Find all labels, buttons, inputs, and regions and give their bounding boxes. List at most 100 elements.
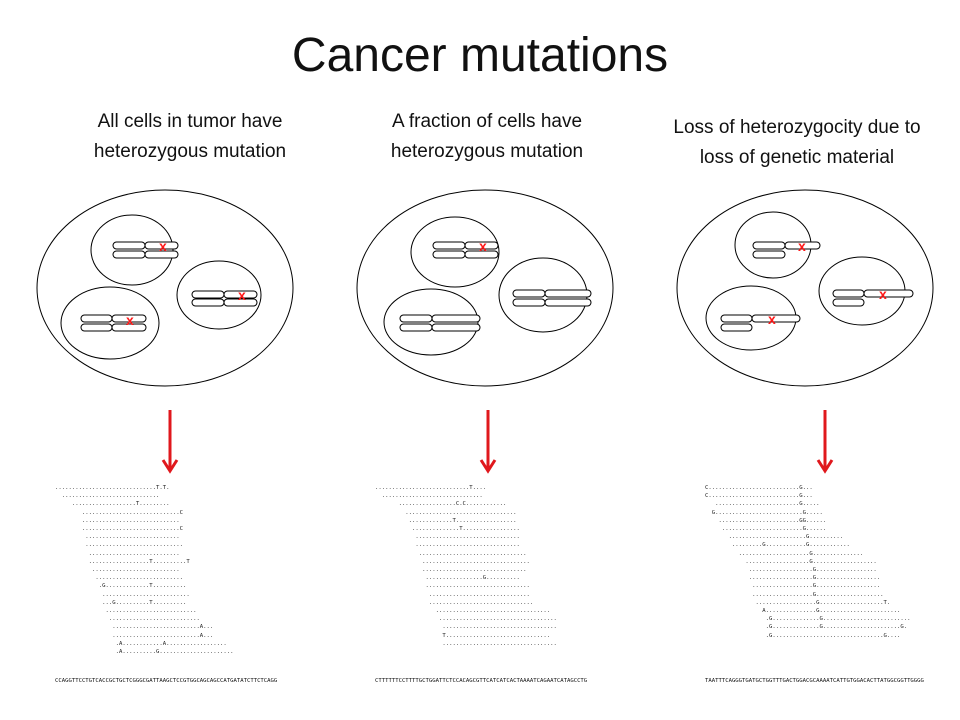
tumor-svg: x x x xyxy=(36,189,294,387)
subtitle-line: heterozygous mutation xyxy=(93,141,287,162)
chromosome-pair xyxy=(432,241,499,259)
read-line: ............................... xyxy=(375,583,530,590)
subtitle-loss-of-heterozygosity: Loss of heterozygocity due to loss of ge… xyxy=(652,113,942,173)
read-line: ........................G...... xyxy=(705,526,827,533)
read-line: ................................... xyxy=(375,616,557,623)
read-line: .................C.C............ xyxy=(375,501,507,508)
tumor-diagram-all-cells: x x x xyxy=(35,188,295,388)
subtitle-line: heterozygous mutation xyxy=(390,141,584,162)
mutation-marker-icon: x xyxy=(479,238,487,254)
subtitle-fraction-cells: A fraction of cells have heterozygous mu… xyxy=(342,107,632,167)
mutation-marker-icon: x xyxy=(798,238,806,254)
read-line: .................................. xyxy=(375,608,551,615)
tumor-outline xyxy=(356,189,614,387)
down-arrow-icon xyxy=(815,408,835,474)
read-line: .......................... xyxy=(55,591,190,598)
read-line: ..................G.................... xyxy=(705,591,884,598)
subtitle-line: Loss of heterozygocity due to xyxy=(673,117,921,138)
read-line: ............................... xyxy=(375,542,520,549)
tumor-diagram-loss-of-heterozygosity: x x x xyxy=(675,188,935,388)
reference-sequence: CTTTTTTCCTTTTGCTGGATTCTCCACAGCGTTCATCATC… xyxy=(375,678,588,684)
read-line: .............T.................. xyxy=(375,517,517,524)
read-line: ............................. xyxy=(55,493,160,500)
read-alignment: ............................T.... ......… xyxy=(375,484,615,690)
read-alignment: ..............................T.T. .....… xyxy=(55,484,295,690)
read-line: ................................ xyxy=(375,558,530,565)
subtitle-line: loss of genetic material xyxy=(699,147,895,168)
cell xyxy=(60,286,160,360)
read-line: .............................C xyxy=(55,509,183,516)
read-line: ...G..........T.......... xyxy=(55,599,187,606)
down-arrow-icon xyxy=(160,408,180,474)
chromosome-pair xyxy=(832,289,914,307)
cell xyxy=(410,216,500,288)
read-line: ...................T......... xyxy=(55,501,170,508)
tumor-diagram-fraction-cells: x xyxy=(355,188,615,388)
read-line: ........................... xyxy=(55,616,200,623)
read-line: ........................... xyxy=(55,608,197,615)
read-line: .A............A.................. xyxy=(55,640,227,647)
read-line: .....................G............... xyxy=(705,550,864,557)
read-line: .................................. xyxy=(375,624,557,631)
tumor-svg: x xyxy=(356,189,614,387)
read-line: ..........................A... xyxy=(55,624,214,631)
read-line: ........................... xyxy=(55,550,180,557)
slide-title: Cancer mutations xyxy=(291,29,669,82)
read-line: .......................... xyxy=(55,567,180,574)
read-line: ................................ xyxy=(375,550,527,557)
read-line: ............................... xyxy=(375,567,527,574)
mutation-marker-icon: x xyxy=(238,287,246,303)
read-line: .G.............T.......... xyxy=(55,583,187,590)
read-line: .........G............G............ xyxy=(705,542,850,549)
read-line: .................................. xyxy=(375,640,557,647)
read-line: ...................G.................. xyxy=(705,567,877,574)
chromosome-pair xyxy=(112,241,179,259)
mutation-marker-icon: x xyxy=(159,238,167,254)
read-line: ..............T................. xyxy=(375,526,520,533)
read-line: ..................G................... xyxy=(705,583,881,590)
subtitle-all-cells: All cells in tumor have heterozygous mut… xyxy=(45,107,335,167)
read-line: .............................. xyxy=(375,493,483,500)
read-line: .................G.......... xyxy=(375,575,520,582)
read-line: ............................... xyxy=(375,599,534,606)
read-line: T............................... xyxy=(375,632,551,639)
mutation-marker-icon: x xyxy=(768,311,776,327)
chromosome-pair xyxy=(752,241,821,259)
read-line: ...................G................... xyxy=(705,558,877,565)
chromosome-pair xyxy=(191,290,258,307)
read-line: ............................. xyxy=(55,542,183,549)
tumor-outline xyxy=(36,189,294,387)
read-line: ..................T..........T xyxy=(55,558,190,565)
tumor-svg: x x x xyxy=(676,189,934,387)
read-line: ........................GG...... xyxy=(705,517,827,524)
reference-sequence: TAATTTCAGGGTGATGCTGGTTTGACTGGACGCAAAATCA… xyxy=(705,678,924,684)
read-line: .............................C xyxy=(55,526,183,533)
read-line: .G..............G.......................… xyxy=(705,616,911,623)
reference-sequence: CCAGGTTCCTGTCACCGCTGCTCGGGCGATTAAGCTCCGT… xyxy=(55,678,278,684)
chromosome-pair xyxy=(399,314,481,332)
read-line: C...........................G... xyxy=(705,493,813,500)
down-arrow-icon xyxy=(478,408,498,474)
subtitle-line: All cells in tumor have xyxy=(97,111,283,132)
read-line: ............................... xyxy=(375,534,520,541)
read-line: ............................ xyxy=(55,534,180,541)
read-line: G..........................G..... xyxy=(705,509,823,516)
read-line: C...........................G... xyxy=(705,485,813,491)
chromosome-pair xyxy=(512,289,592,307)
read-line: ..............................T.T. xyxy=(55,485,170,491)
read-line: .........................G..... xyxy=(705,501,820,508)
cell xyxy=(176,260,262,330)
chromosome-pair xyxy=(80,314,147,332)
cell xyxy=(90,214,174,286)
read-line: ............................T.... xyxy=(375,485,487,491)
read-line: .......................... xyxy=(55,575,183,582)
read-line: ............................. xyxy=(55,517,180,524)
read-line: ..................G...................T. xyxy=(705,599,891,606)
mutation-marker-icon: x xyxy=(126,312,134,328)
read-line: ...................G................... xyxy=(705,575,881,582)
read-line: .......................G.......... xyxy=(705,534,844,541)
read-line: .A..........G...................... xyxy=(55,649,234,656)
read-line: .G.................................G.... xyxy=(705,632,901,639)
mutation-marker-icon: x xyxy=(879,286,887,302)
subtitle-line: A fraction of cells have xyxy=(391,111,583,132)
